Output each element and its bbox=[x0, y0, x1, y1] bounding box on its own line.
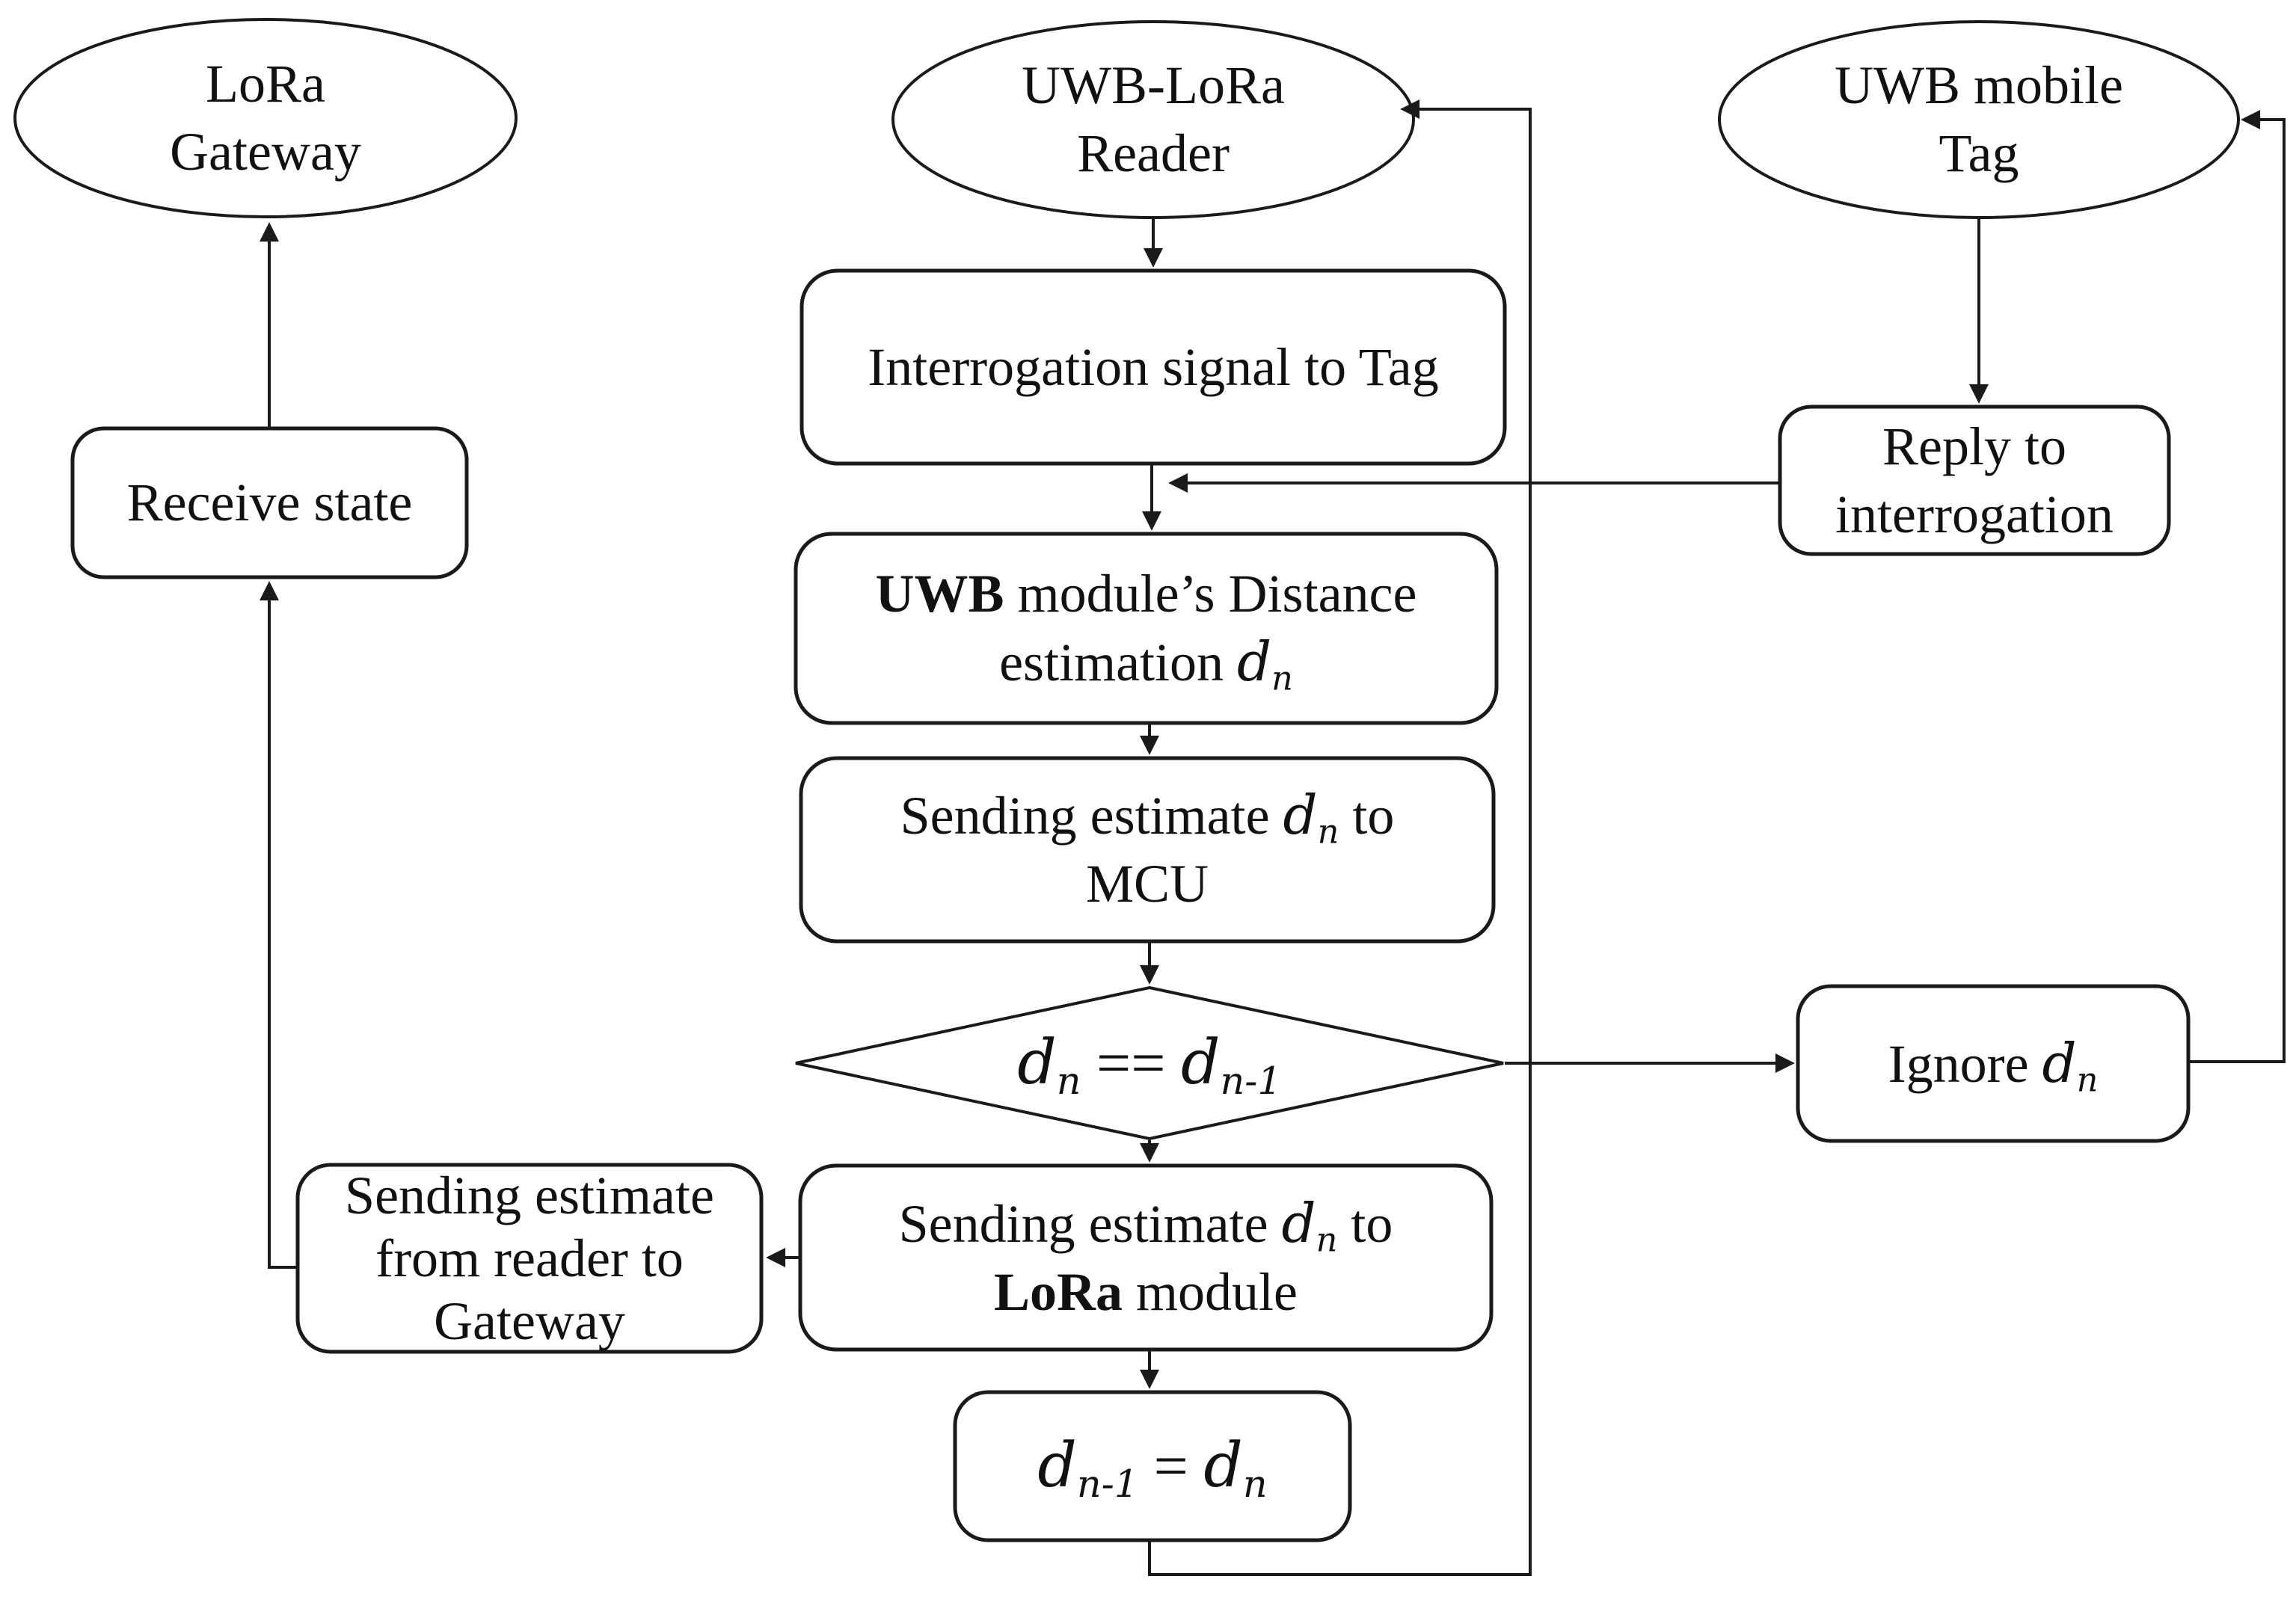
arrow-assign-to-reader-loop bbox=[1148, 99, 1532, 1576]
uwb-estimation-box bbox=[794, 532, 1499, 725]
lora-gateway-ellipse bbox=[13, 18, 518, 218]
assign-box bbox=[953, 1390, 1352, 1542]
interrogation-box bbox=[799, 268, 1507, 466]
reply-box bbox=[1778, 404, 2171, 556]
receive-state-box bbox=[70, 426, 469, 579]
ignore-box bbox=[1796, 984, 2191, 1143]
sending-gateway-box bbox=[295, 1163, 764, 1354]
uwb-lora-reader-ellipse bbox=[891, 20, 1415, 219]
sending-lora-box bbox=[798, 1163, 1494, 1352]
uwb-mobile-tag-ellipse bbox=[1718, 20, 2240, 219]
arrow-sending-gateway-to-receive-state bbox=[260, 581, 298, 1269]
sending-mcu-box bbox=[799, 756, 1496, 944]
arrow-ignore-to-tag-loop bbox=[2188, 110, 2286, 1063]
decision-diamond bbox=[795, 985, 1504, 1141]
